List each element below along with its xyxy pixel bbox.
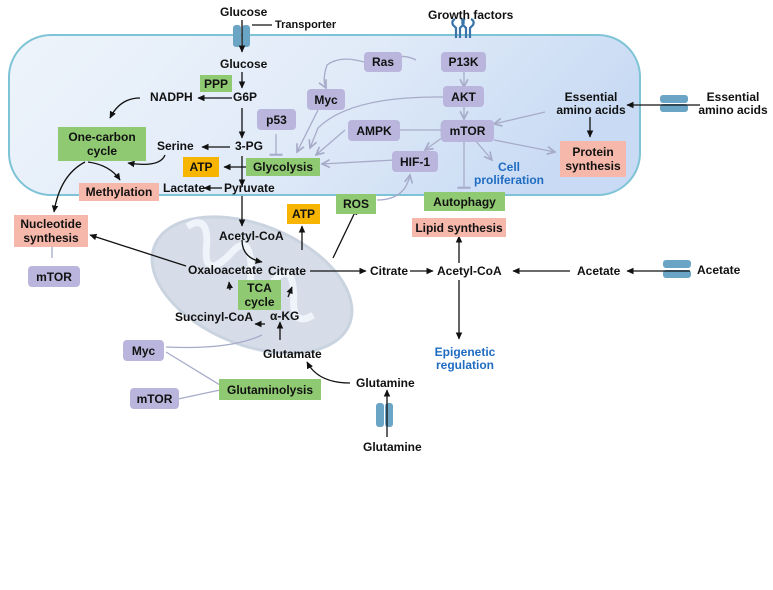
essential-amino-acids-label: Essential amino acids (556, 90, 626, 117)
nadph-label: NADPH (150, 90, 193, 104)
glucose-transporter-icon (233, 25, 250, 47)
cell-proliferation-label: Cell proliferation (473, 160, 544, 187)
hif1-box: HIF-1 (392, 151, 438, 172)
lipid-synthesis-box: Lipid synthesis (412, 218, 506, 237)
citrate-cyto-label: Citrate (370, 264, 409, 278)
growth-factor-receptor-icon (451, 18, 475, 38)
ros-box: ROS (336, 194, 376, 214)
cell-rect-visible (8, 34, 641, 196)
myc-bottom-box: Myc (123, 340, 164, 361)
methylation-box: Methylation (79, 183, 159, 201)
glutaminolysis-box: Glutaminolysis (219, 379, 321, 400)
atp-glycolysis-box: ATP (183, 157, 219, 177)
glutamine-external-label: Glutamine (363, 440, 422, 454)
metabolic-arrows (51, 20, 700, 437)
acetate-transporter-icon (663, 260, 691, 278)
mtor-nucleotide-box: mTOR (28, 266, 80, 287)
ampk-box: AMPK (348, 120, 400, 141)
one-carbon-cycle-box: One-carbon cycle (58, 127, 146, 161)
ras-box: Ras (364, 52, 402, 72)
acetyl-coa-mito-label: Acetyl-CoA (219, 229, 284, 243)
tca-cycle-box: TCA cycle (238, 280, 281, 310)
glutamate-label: Glutamate (263, 347, 322, 361)
pi3k-box: P13K (441, 52, 486, 72)
citrate-mito-label: Citrate (268, 264, 307, 278)
transporter-label: Transporter (275, 19, 337, 31)
glutamine-transporter-icon (376, 403, 393, 427)
growth-factors-label: Growth factors (428, 8, 514, 22)
epigenetic-regulation-label: Epigenetic regulation (434, 345, 496, 372)
lactate-label: Lactate (163, 181, 206, 195)
serine-label: Serine (157, 139, 194, 153)
amino-acid-transporter-icon (660, 95, 688, 112)
acetate-external-label: Acetate (697, 263, 741, 277)
myc-top-box: Myc (307, 89, 345, 110)
autophagy-box: Autophagy (424, 192, 505, 211)
g6p-label: G6P (233, 90, 258, 104)
glycolysis-box: Glycolysis (246, 158, 320, 176)
regulatory-links (51, 55, 555, 400)
ppp-box: PPP (200, 75, 232, 92)
glucose-label: Glucose (220, 57, 268, 71)
essential-amino-acids-external-label: Essential amino acids (698, 90, 768, 117)
akt-box: AKT (443, 86, 484, 107)
succinyl-coa-label: Succinyl-CoA (175, 310, 254, 324)
glutamine-label: Glutamine (356, 376, 415, 390)
protein-synthesis-box: Protein synthesis (560, 141, 626, 177)
oxaloacetate-label: Oxaloacetate (188, 263, 263, 277)
pyruvate-label: Pyruvate (224, 181, 275, 195)
p53-box: p53 (257, 109, 296, 130)
akg-label: α-KG (270, 309, 300, 323)
mtor-box: mTOR (441, 120, 494, 142)
acetate-label: Acetate (577, 264, 621, 278)
mtor-glutaminolysis-box: mTOR (130, 388, 179, 409)
acetyl-coa-cyto-label: Acetyl-CoA (437, 264, 502, 278)
glucose-external-label: Glucose (220, 5, 268, 19)
3pg-label: 3-PG (235, 139, 264, 153)
nucleotide-synthesis-box: Nucleotide synthesis (14, 215, 88, 247)
atp-tca-box: ATP (287, 204, 320, 224)
